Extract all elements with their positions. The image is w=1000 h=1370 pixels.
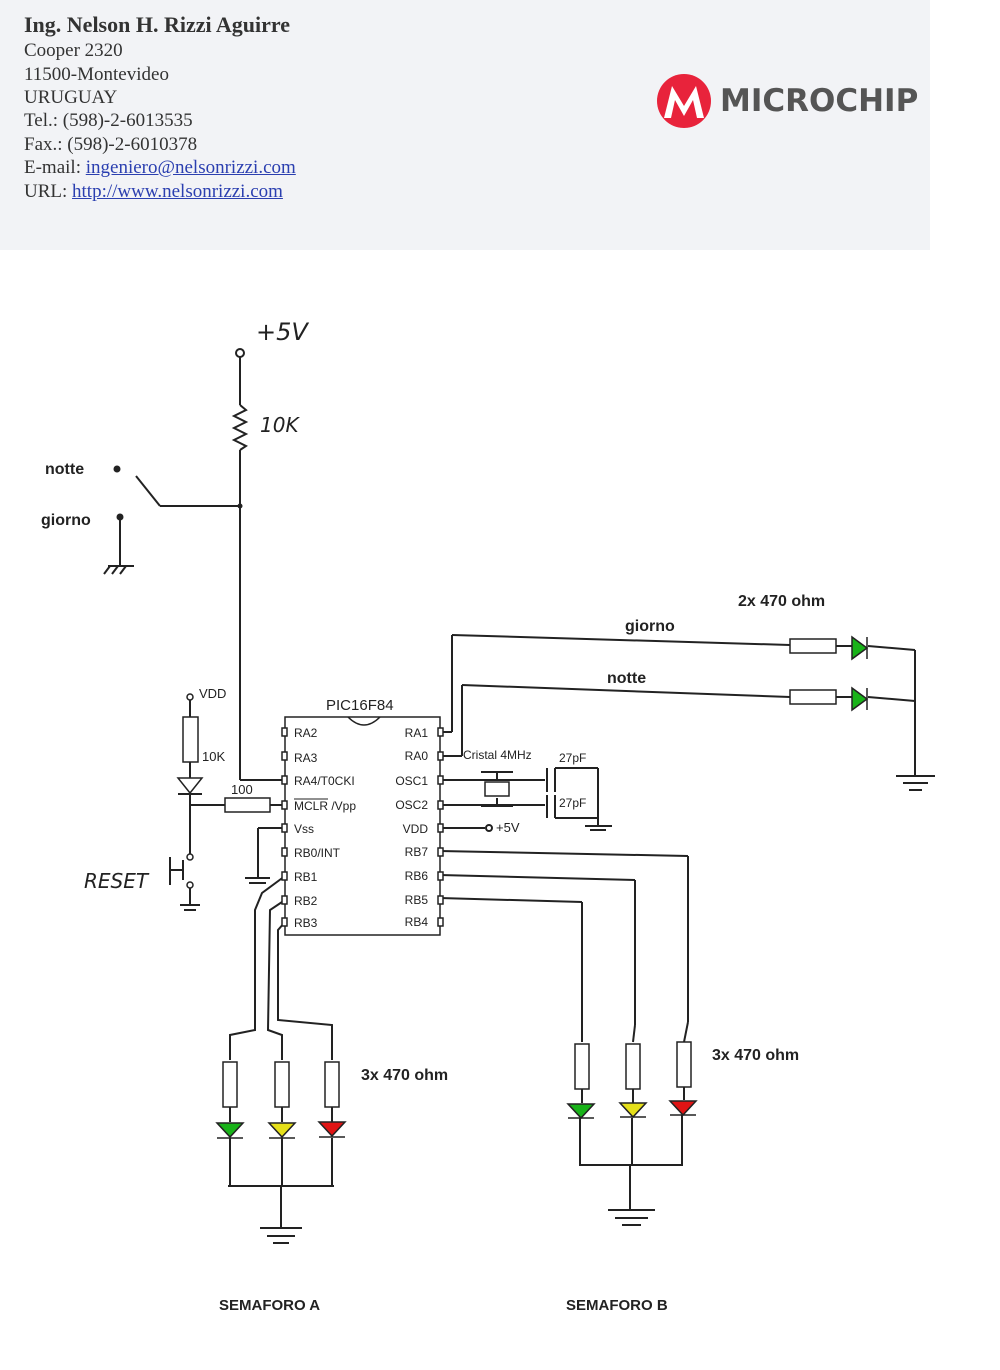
- led-giorno: [851, 635, 869, 661]
- chip-name: PIC16F84: [326, 697, 394, 714]
- left-pin-label: RB2: [294, 894, 318, 908]
- left-pin-label: RA3: [294, 751, 318, 765]
- logo-text: MICROCHIP: [720, 83, 918, 119]
- email-line: E-mail: ingeniero@nelsonrizzi.com: [24, 157, 296, 179]
- supply-top-label: +5V: [256, 318, 309, 346]
- cap1-label: 27pF: [559, 751, 586, 765]
- fax-line: Fax.: (598)-2-6010378: [24, 134, 198, 155]
- left-pin-label: RA2: [294, 726, 318, 740]
- left-pin-label: RA4/T0CKI: [294, 774, 355, 788]
- letterhead-blank: [930, 35, 1000, 210]
- microchip-logo: MICROCHIP: [657, 74, 918, 128]
- led-b-yellow: [618, 1102, 648, 1119]
- right-pin-label: OSC2: [395, 798, 428, 812]
- right-pin-label: RB6: [405, 869, 429, 883]
- city-line: 11500-Montevideo: [24, 64, 169, 85]
- semaforo-b-resistors-label: 3x 470 ohm: [712, 1047, 799, 1064]
- right-pin-label: OSC1: [395, 774, 428, 788]
- url-link[interactable]: http://www.nelsonrizzi.com: [72, 181, 283, 202]
- country-line: URUGUAY: [24, 87, 118, 108]
- vdd-supply-label: +5V: [496, 820, 520, 835]
- led-b-red: [668, 1100, 698, 1117]
- right-pin-label: RB4: [405, 915, 429, 929]
- logo-mark: [664, 86, 704, 118]
- reset-label: RESET: [84, 869, 150, 893]
- right-pin-label: RB5: [405, 893, 429, 907]
- phone-line: Tel.: (598)-2-6013535: [24, 110, 193, 131]
- labels: +5V 10K notte giorno PIC16F84 VDD 10K 10…: [41, 318, 825, 1314]
- letterhead: [0, 0, 930, 250]
- author-name: Ing. Nelson H. Rizzi Aguirre: [24, 12, 291, 37]
- url-line: URL: http://www.nelsonrizzi.com: [24, 181, 283, 203]
- pullup-label: 10K: [260, 413, 300, 437]
- url-label: URL:: [24, 181, 73, 202]
- left-pin-label: MCLR /Vpp: [294, 799, 356, 813]
- mclr-resistor-label: 100: [231, 782, 253, 797]
- right-pin-label: RB7: [405, 845, 429, 859]
- pin-stubs: [281, 727, 444, 927]
- led-notte: [851, 686, 869, 712]
- led-b-green: [566, 1103, 596, 1120]
- indicator-resistors-label: 2x 470 ohm: [738, 593, 825, 610]
- terminals: [113, 348, 245, 889]
- led-a-green: [215, 1122, 245, 1139]
- vdd-label: VDD: [199, 686, 226, 701]
- logo-circle: [657, 74, 711, 128]
- left-pin-label: RB3: [294, 916, 318, 930]
- address-line: Cooper 2320: [24, 40, 123, 61]
- semaforo-a-resistors-label: 3x 470 ohm: [361, 1067, 448, 1084]
- switch-giorno-label: giorno: [41, 512, 91, 529]
- leds: [215, 635, 869, 1139]
- semaforo-b-label: SEMAFORO B: [566, 1297, 668, 1314]
- email-label: E-mail:: [24, 157, 86, 178]
- right-pin-label: RA0: [405, 749, 429, 763]
- indicator-giorno-label: giorno: [625, 618, 675, 635]
- left-pin-label: Vss: [294, 822, 314, 836]
- led-a-yellow: [267, 1122, 297, 1139]
- left-pin-label: RB1: [294, 870, 318, 884]
- left-pin-label: RB0/INT: [294, 846, 341, 860]
- semaforo-a-label: SEMAFORO A: [219, 1297, 320, 1314]
- email-link[interactable]: ingeniero@nelsonrizzi.com: [85, 157, 296, 178]
- reset-resistor-label: 10K: [202, 749, 225, 764]
- right-pin-label: RA1: [405, 726, 429, 740]
- crystal-label: Cristal 4MHz: [463, 748, 532, 762]
- switch-notte-label: notte: [45, 461, 84, 478]
- right-pin-label: VDD: [403, 822, 429, 836]
- cap2-label: 27pF: [559, 796, 586, 810]
- indicator-notte-label: notte: [607, 670, 646, 687]
- led-a-red: [317, 1121, 347, 1138]
- wires: [103, 355, 935, 1244]
